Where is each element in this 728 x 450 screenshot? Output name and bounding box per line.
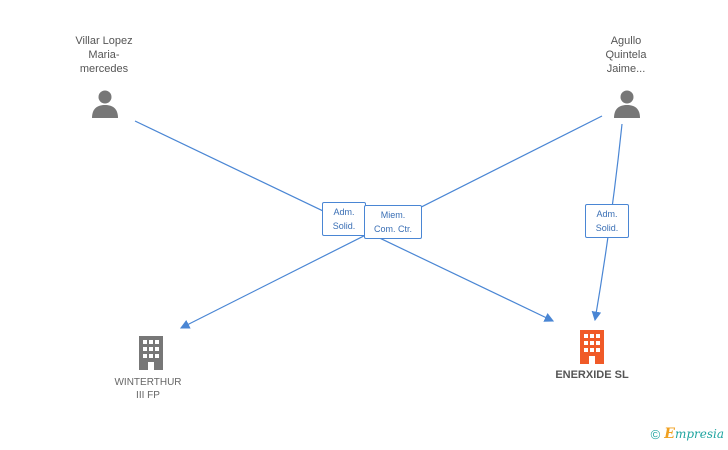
building-icon[interactable] (136, 334, 166, 370)
person-name-villar[interactable]: Villar Lopez Maria- mercedes (75, 35, 133, 75)
empresia-logo: © Empresia (651, 426, 724, 442)
building-icon[interactable] (577, 328, 607, 364)
person-icon[interactable] (90, 88, 120, 118)
company-name-enerxide[interactable]: ENERXIDE SL (555, 369, 629, 381)
brand-initial: E (664, 426, 675, 442)
edge-label-adm-solid[interactable]: Adm. Solid. (322, 202, 366, 236)
edge-label-adm-solid[interactable]: Adm. Solid. (585, 204, 629, 238)
person-name-agullo[interactable]: Agullo Quintela Jaime... (605, 35, 647, 75)
person-icon[interactable] (612, 88, 642, 118)
company-name-winterthur[interactable]: WINTERTHUR III FP (114, 377, 182, 401)
edge-label-miem-com-ctr[interactable]: Miem. Com. Ctr. (364, 205, 422, 239)
brand-name: mpresia (674, 427, 724, 441)
copyright-symbol: © (650, 426, 661, 442)
